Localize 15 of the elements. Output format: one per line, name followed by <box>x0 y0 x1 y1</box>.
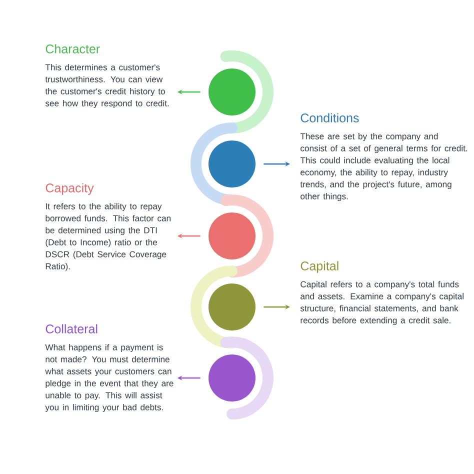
circle <box>208 354 256 402</box>
description: These are set by the company and consist of a set of general terms for credit. This could include evaluating the local economy, the ability to repay, industry trends, and the project's future, among other things. <box>300 133 468 202</box>
heading: Capacity <box>46 183 94 195</box>
circle <box>208 140 256 188</box>
circle <box>208 68 256 116</box>
heading: Collateral <box>46 324 98 334</box>
description: What happens if a payment is not made? You must determine what assets your customers can pledge in the event that they are unable to pay. This will assist you in limiting your bad debts. <box>45 344 174 412</box>
description: Capital refers to a company's total funds and assets. Examine a company's capital structure, financial statements, and bank records before extending a credit sale. <box>300 281 464 326</box>
description: It refers to the ability to repay borrowed funds. This factor can be determined using the DTI (Debt to Income) ratio or the DSCR (Debt Service Coverage Ratio). <box>46 203 171 272</box>
circle <box>208 212 256 260</box>
heading: Conditions <box>300 113 359 122</box>
heading: Capital <box>300 261 338 273</box>
circle <box>208 284 256 330</box>
description: This determines a customer's trustworthiness. You can view the customer's credit history to see how they respond to credit. <box>45 64 169 108</box>
heading: Character <box>46 44 100 54</box>
